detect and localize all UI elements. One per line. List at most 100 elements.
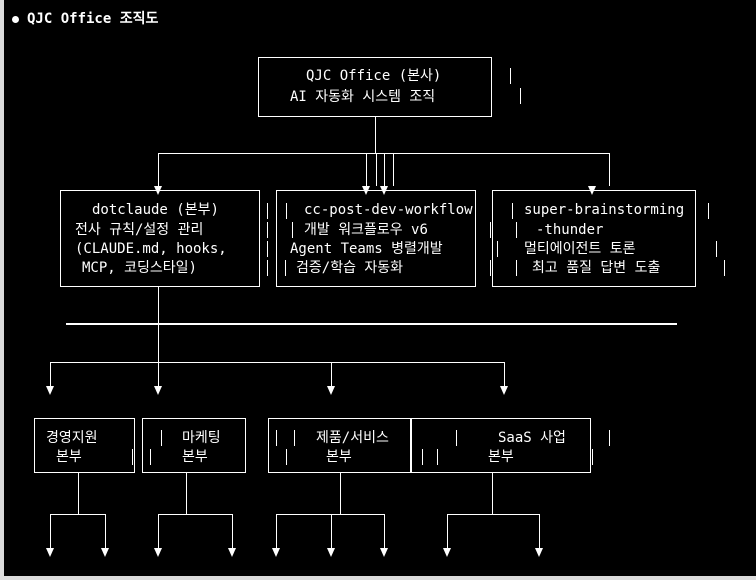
department-border-glyph <box>294 430 295 446</box>
department-line: 본부 <box>326 449 352 465</box>
root-border-glyph <box>520 88 521 104</box>
department-box-management <box>34 418 135 473</box>
diagram-title-text: QJC Office 조직도 <box>27 11 159 27</box>
division-line: Agent Teams 병렬개발 <box>290 241 443 257</box>
department-border-glyph <box>276 430 277 446</box>
division-box-workflow <box>276 190 476 287</box>
division-box-dotclaude <box>60 190 260 287</box>
arrow-down-icon <box>46 386 54 395</box>
sub-connector <box>186 473 187 514</box>
section-divider <box>66 323 677 325</box>
division-border-glyph <box>285 260 286 276</box>
root-box <box>258 57 492 117</box>
division-border-glyph <box>516 222 517 238</box>
division-to-divider-connector <box>158 287 159 324</box>
division-drop <box>376 153 377 186</box>
sub-bus <box>276 514 384 515</box>
division-line: 개발 워크플로우 v6 <box>304 222 428 238</box>
arrow-down-icon <box>327 386 335 395</box>
division-line: 검증/학습 자동화 <box>296 260 404 276</box>
sub-drop <box>276 514 277 548</box>
department-border-glyph <box>456 430 457 446</box>
department-drop <box>504 362 505 386</box>
department-border-glyph <box>132 449 133 465</box>
arrow-down-icon <box>535 548 543 557</box>
divider-to-bus-connector <box>158 325 159 362</box>
department-border-glyph <box>592 449 593 465</box>
division-drop <box>609 153 610 186</box>
division-line: dotclaude (본부) <box>92 202 219 218</box>
division-line: -thunder <box>536 222 604 238</box>
department-border-glyph <box>150 449 151 465</box>
root-line-2: AI 자동화 시스템 조직 <box>290 89 436 105</box>
division-border-glyph <box>724 260 725 276</box>
division-border-glyph <box>708 203 709 219</box>
division-line: (CLAUDE.md, hooks, <box>75 241 227 257</box>
division-border-glyph <box>497 241 498 257</box>
division-border-glyph <box>267 222 268 238</box>
arrow-down-icon <box>46 548 54 557</box>
sub-drop <box>232 514 233 548</box>
division-border-glyph <box>267 241 268 257</box>
department-drop <box>331 362 332 386</box>
root-connector <box>375 117 376 153</box>
sub-drop <box>384 514 385 548</box>
sub-bus <box>50 514 105 515</box>
department-box-saas <box>411 418 591 473</box>
department-line: 마케팅 <box>182 430 221 446</box>
window-edge-bottom <box>0 576 756 580</box>
arrow-down-icon <box>500 386 508 395</box>
division-line: cc-post-dev-workflow <box>304 202 473 218</box>
sub-drop <box>331 514 332 548</box>
division-bus <box>158 153 609 154</box>
division-border-glyph <box>490 260 491 276</box>
department-border-glyph <box>437 449 438 465</box>
department-drop <box>158 362 159 386</box>
division-border-glyph <box>516 260 517 276</box>
sub-drop <box>447 514 448 548</box>
arrow-down-icon <box>228 548 236 557</box>
division-drop <box>393 153 394 186</box>
department-line: SaaS 사업 <box>498 430 566 446</box>
department-line: 본부 <box>56 449 82 465</box>
sub-drop <box>158 514 159 548</box>
department-box-marketing <box>142 418 246 473</box>
sub-drop <box>539 514 540 548</box>
department-border-glyph <box>609 430 610 446</box>
department-border-glyph <box>286 449 287 465</box>
arrow-down-icon <box>443 548 451 557</box>
diagram-title: QJC Office 조직도 <box>12 12 158 26</box>
division-border-glyph <box>490 222 491 238</box>
arrow-down-icon <box>327 548 335 557</box>
arrow-down-icon <box>272 548 280 557</box>
department-bus <box>50 362 504 363</box>
division-border-glyph <box>267 260 268 276</box>
sub-drop <box>50 514 51 548</box>
arrow-down-icon <box>380 548 388 557</box>
arrow-down-icon <box>101 548 109 557</box>
department-border-glyph <box>161 430 162 446</box>
division-border-glyph <box>286 203 287 219</box>
arrow-down-icon <box>154 548 162 557</box>
department-line: 제품/서비스 <box>316 430 389 446</box>
department-border-glyph <box>422 449 423 465</box>
sub-connector <box>78 473 79 514</box>
division-border-glyph <box>512 203 513 219</box>
sub-connector <box>340 473 341 514</box>
division-line: 전사 규칙/설정 관리 <box>75 222 204 238</box>
division-drop <box>366 153 367 186</box>
department-drop <box>50 362 51 386</box>
division-border-glyph <box>292 222 293 238</box>
division-line: MCP, 코딩스타일) <box>82 260 197 276</box>
arrow-down-icon <box>154 386 162 395</box>
department-line: 경영지원 <box>46 430 98 446</box>
division-drop <box>384 153 385 186</box>
sub-connector <box>492 473 493 514</box>
division-line: super-brainstorming <box>524 202 685 218</box>
division-border-glyph <box>267 203 268 219</box>
sub-drop <box>105 514 106 548</box>
division-line: 멀티에이전트 토론 <box>524 241 636 257</box>
department-line: 본부 <box>488 449 514 465</box>
department-box-product <box>268 418 411 473</box>
